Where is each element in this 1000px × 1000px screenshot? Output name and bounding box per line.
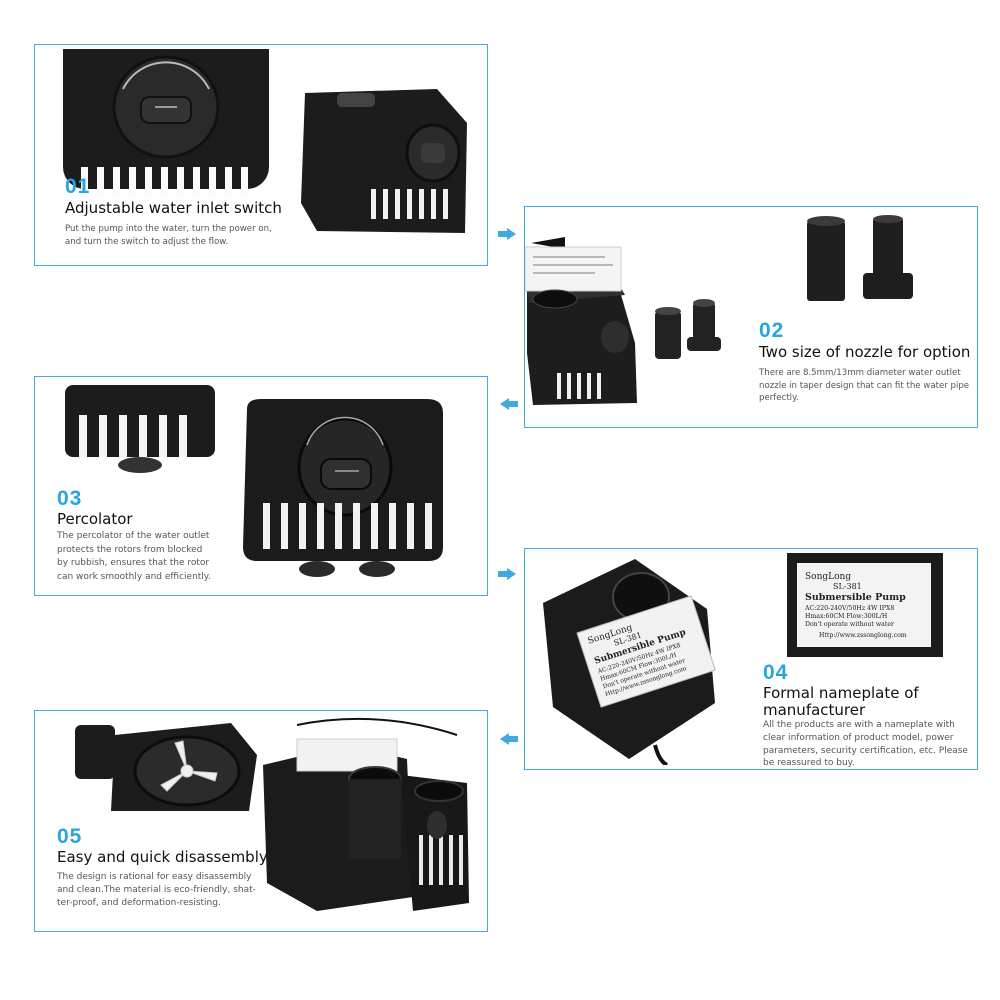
pump-disassembled-photo [263,717,469,911]
rotor-disassembly-photo [75,723,257,811]
section-title: Percolator [57,510,133,528]
section-title: Formal nameplate of manufacturer [763,684,919,719]
section-description: The percolator of the water outlet prote… [57,531,211,582]
nameplate-closeup-photo: SongLong SL-381 Submersible Pump AC:220-… [787,553,943,657]
arrow-left-icon [500,398,518,410]
nameplate-specs: AC:220-240V/50Hz 4W IPX8 [804,605,894,612]
nameplate-product: Submersible Pump [805,592,906,603]
pump-side-photo [301,89,467,233]
section-number: 05 [57,825,83,848]
nameplate-url: Http://www.zssonglong.com [819,632,907,639]
section-description: Put the pump into the water, turn the po… [65,224,272,247]
pump-front-photo [243,399,443,577]
section-title: Two size of nozzle for option [759,343,971,361]
feature-panel-02: 02 Two size of nozzle for option There a… [524,206,978,428]
feature-panel-03: 03 Percolator The percolator of the wate… [34,376,488,596]
feature-panel-05: 05 Easy and quick disassembly The design… [34,710,488,932]
section-number: 01 [65,175,91,198]
arrow-right-icon [498,228,516,240]
nameplate-model: SL-381 [833,582,862,591]
nozzles-photo [807,215,913,301]
percolator-closeup-photo [65,385,215,473]
pump-with-nozzles-photo [525,237,721,405]
section-description: The design is rational for easy disassem… [57,872,256,908]
section-description: There are 8.5mm/13mm diameter water outl… [759,368,970,403]
arrow-right-icon [498,568,516,580]
pump-nameplate-photo: SongLong SL-381 Submersible Pump AC:220-… [543,559,716,765]
section-title: Easy and quick disassembly [57,848,268,866]
section-description: All the products are with a nameplate wi… [763,720,968,769]
section-title: Adjustable water inlet switch [65,199,282,217]
inlet-switch-closeup-photo [63,49,269,197]
nameplate-hmax: Hmax:60CM Flow:300L/H [805,613,888,620]
section-number: 03 [57,487,83,510]
nameplate-warning: Don't operate without water [805,621,894,628]
nameplate-brand: SongLong [805,572,851,582]
section-number: 02 [759,319,785,342]
feature-panel-01: 01 Adjustable water inlet switch Put the… [34,44,488,266]
arrow-left-icon [500,733,518,745]
section-number: 04 [763,661,789,684]
feature-panel-04: SongLong SL-381 Submersible Pump AC:220-… [524,548,978,770]
